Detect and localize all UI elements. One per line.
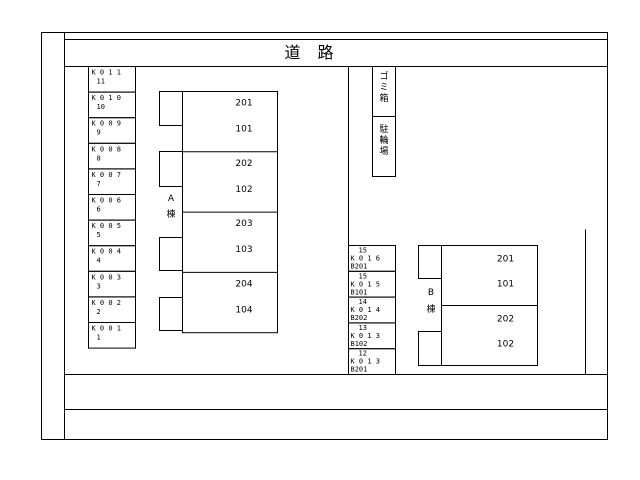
- parking-space-box: [88, 322, 136, 349]
- parking-space-code: K 0 1 5: [351, 280, 381, 288]
- parking-space-code: K 0 0 6: [92, 197, 122, 205]
- parking-space-left: K 0 0 77: [88, 168, 136, 195]
- unit-number-lower: 101: [497, 280, 514, 290]
- parking-space-code: K 0 0 9: [92, 120, 122, 128]
- parking-space-left: K 0 0 55: [88, 219, 136, 247]
- parking-space-code: K 0 0 1: [92, 325, 122, 333]
- bicycle-area: [372, 116, 396, 177]
- parking-space-code: K 0 1 1: [92, 69, 122, 77]
- building-b-annex: [418, 331, 442, 366]
- building-b-kanji: 棟: [426, 303, 435, 315]
- parking-space-unit: B202: [351, 314, 368, 322]
- parking-space-number: 1: [97, 334, 101, 342]
- building-a-annex: [159, 151, 183, 187]
- parking-space-unit: B102: [351, 340, 368, 348]
- parking-space-number: 15: [359, 247, 367, 255]
- parking-space-left: K 0 0 33: [88, 270, 136, 298]
- parking-space-code: K 0 1 0: [92, 94, 122, 102]
- parking-space-code: K 0 1 3: [351, 332, 381, 340]
- building-a-annex: [159, 297, 183, 331]
- facilities: [372, 66, 396, 177]
- building-a-unit: 204 104: [182, 271, 278, 315]
- parking-space-left: K 0 1 010: [88, 91, 136, 119]
- parking-space-code: K 0 0 7: [92, 171, 122, 179]
- unit-number-upper: 203: [235, 219, 252, 229]
- building-a-unit: 201 101: [235, 99, 252, 135]
- parking-space-code: K 0 0 4: [92, 248, 122, 256]
- parking-space-unit: B201: [351, 366, 368, 374]
- building-b-unit: 202 102: [441, 305, 538, 350]
- unit-number-lower: 101: [235, 125, 252, 135]
- building-a-unit: 203 103: [182, 211, 278, 255]
- parking-space-code: K 0 1 3: [351, 358, 381, 366]
- parking-space-left: K 0 0 11: [88, 322, 136, 349]
- parking-space-number: 11: [97, 78, 105, 86]
- parking-space-left: K 0 0 22: [88, 296, 136, 323]
- parking-space-number: 8: [97, 154, 101, 162]
- unit-number-lower: 103: [235, 245, 252, 255]
- unit-number-lower: 102: [497, 340, 514, 350]
- building-a-letter: A: [168, 194, 175, 204]
- parking-space-left: K 0 0 88: [88, 142, 136, 170]
- map-frame: [41, 32, 608, 440]
- building-a: 201 101 202 102 203 103 204 104 A棟: [159, 91, 278, 334]
- parking-space-number: 9: [97, 129, 101, 137]
- parking-space-number: 6: [97, 206, 101, 214]
- unit-number-upper: 202: [235, 159, 252, 169]
- parking-space-number: 3: [97, 282, 101, 290]
- parking-space-number: 10: [97, 103, 105, 111]
- unit-number-lower: 102: [235, 185, 252, 195]
- building-b-unit: 201 101: [497, 255, 514, 290]
- parking-space-number: 7: [97, 180, 101, 188]
- parking-space-number: 15: [359, 272, 367, 280]
- unit-number-upper: 201: [497, 255, 514, 265]
- road-label: 道 路: [284, 43, 339, 62]
- building-a-annex: [159, 91, 183, 126]
- parking-space-number: 13: [359, 324, 367, 332]
- bicycle-label: 駐輪場: [379, 123, 388, 157]
- unit-number-upper: 201: [235, 99, 252, 109]
- building-b: 201 101 202 102 B棟: [418, 245, 538, 366]
- parking-space-unit: B201: [351, 263, 368, 271]
- garbage-label: ゴミ箱: [379, 70, 388, 104]
- parking-space-code: K 0 1 6: [351, 255, 381, 263]
- parking-space-code: K 0 0 3: [92, 273, 122, 281]
- unit-number-upper: 204: [235, 279, 252, 289]
- unit-number-lower: 104: [235, 305, 252, 315]
- parking-space-code: K 0 1 4: [351, 306, 381, 314]
- parking-space-number: 5: [97, 231, 101, 239]
- building-b-annex: [418, 245, 442, 279]
- parking-space-unit: B101: [351, 288, 368, 296]
- parking-space-number: 12: [359, 350, 367, 358]
- parking-space-left: K 0 0 99: [88, 117, 136, 144]
- parking-space-number: 14: [359, 298, 367, 306]
- parking-space-code: K 0 0 8: [92, 145, 122, 153]
- building-a-kanji: 棟: [166, 208, 175, 220]
- building-b-letter: B: [428, 288, 434, 298]
- parking-space-code: K 0 0 5: [92, 222, 122, 230]
- parking-space-left: K 0 1 111: [88, 66, 136, 93]
- parking-space-box: [348, 348, 396, 376]
- parking-space-left: K 0 0 66: [88, 194, 136, 221]
- parking-space-left: K 0 0 44: [88, 245, 136, 272]
- unit-number-upper: 202: [497, 315, 514, 325]
- building-a-unit: 202 102: [182, 151, 278, 195]
- parking-space-number: 4: [97, 257, 101, 265]
- building-a-annex: [159, 237, 183, 271]
- parking-space-number: 2: [97, 308, 101, 316]
- parking-space-code: K 0 0 2: [92, 299, 122, 307]
